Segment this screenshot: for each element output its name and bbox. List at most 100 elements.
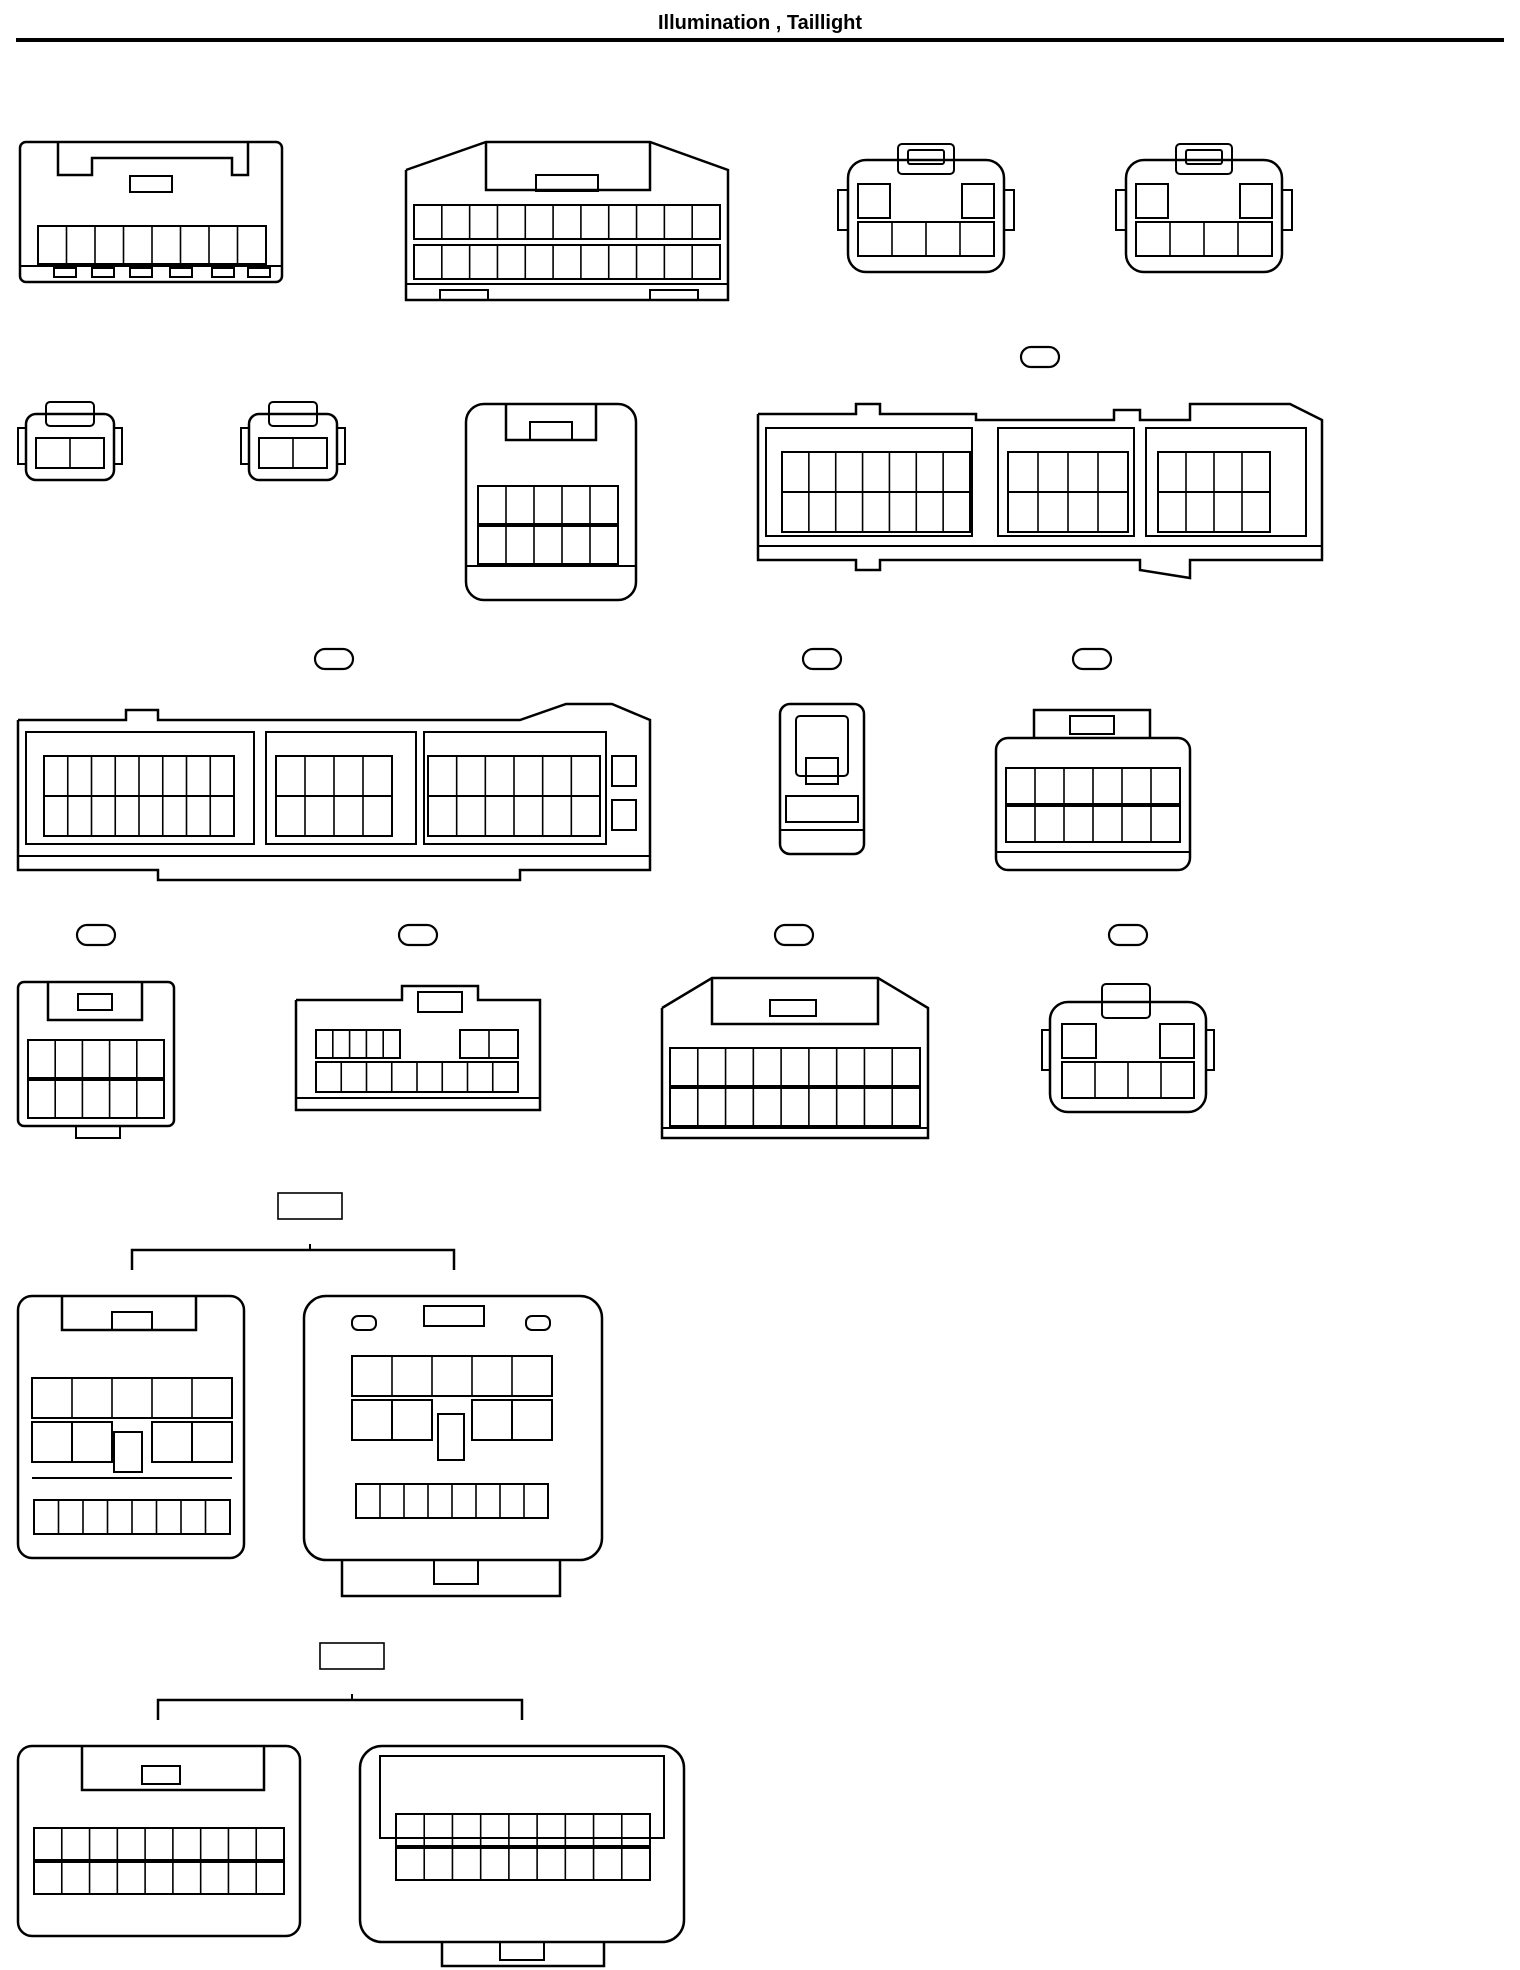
pin-cell [151, 1421, 193, 1463]
housing-outline [1032, 708, 1152, 738]
latch-tab [91, 267, 115, 278]
connector-G9 [404, 140, 730, 302]
housing-outline [433, 1559, 479, 1585]
side-latch [240, 427, 250, 465]
pin-row [781, 451, 971, 493]
pin-cell [471, 1399, 513, 1441]
housing-outline [45, 401, 95, 427]
housing-outline [660, 976, 930, 1140]
housing-outline [46, 982, 144, 1022]
connector-code-badge [313, 647, 355, 671]
housing-outline [997, 427, 1135, 537]
side-latch [1041, 1029, 1051, 1071]
housing-outline [340, 1560, 562, 1598]
housing-outline [18, 140, 284, 284]
housing-outline [778, 702, 866, 856]
page-title: Illumination , Taillight [657, 12, 863, 34]
housing-outline [16, 1294, 246, 1560]
side-latch [17, 427, 27, 465]
connector-4S [660, 923, 930, 1140]
connector-code-badge [1107, 923, 1149, 947]
pin-cell [511, 1399, 553, 1441]
pin-row [669, 1087, 921, 1127]
side-latch [1115, 189, 1127, 231]
connector-code-badge [397, 923, 439, 947]
pin-cell [71, 1421, 113, 1463]
side-latch [336, 427, 346, 465]
lock-slot [611, 755, 637, 787]
connector-4Q [294, 923, 542, 1112]
housing-outline [417, 991, 463, 1013]
pin-cell [857, 183, 891, 219]
housing-outline [423, 731, 607, 845]
pin-row [351, 1355, 553, 1397]
connector-BA1 [16, 1192, 604, 1598]
key-slot [113, 1431, 143, 1473]
housing-outline [1101, 983, 1151, 1019]
housing-outline [1145, 427, 1307, 537]
title-rule [16, 38, 1504, 42]
housing-outline [535, 174, 599, 192]
connector-code-box [319, 1642, 385, 1670]
housing-outline [268, 401, 318, 427]
connector-code-box [277, 1192, 343, 1220]
housing-outline [156, 1698, 524, 1720]
mount-hole [351, 1315, 377, 1331]
connector-code-badge [801, 647, 843, 671]
latch-tab [211, 267, 235, 278]
connector-z18 [464, 402, 638, 602]
pin-cell [1135, 183, 1169, 219]
pin-row [395, 1847, 651, 1881]
latch-tab [129, 267, 153, 278]
housing-outline [129, 175, 173, 193]
housing-outline [1069, 715, 1115, 735]
housing-outline [529, 421, 573, 441]
housing-outline [16, 1744, 302, 1938]
connector-4M [994, 647, 1192, 872]
latch-tab [649, 289, 699, 301]
pin-cell [191, 1421, 233, 1463]
pin-row [33, 1861, 285, 1895]
connector-O6 [17, 401, 123, 482]
pin-row [413, 244, 721, 280]
pin-row [395, 1813, 651, 1847]
pin-row [669, 1047, 921, 1087]
housing-outline [56, 142, 250, 177]
pin-cell [961, 183, 995, 219]
pin-cell [351, 1399, 393, 1441]
connector-4G [778, 647, 866, 856]
connector-4P [16, 923, 176, 1139]
side-latch [837, 189, 849, 231]
housing-outline [358, 1744, 686, 1944]
side-latch [113, 427, 123, 465]
housing-outline [16, 980, 176, 1128]
housing-outline [897, 143, 955, 175]
connector-FG1 [16, 1642, 686, 1968]
side-latch [1281, 189, 1293, 231]
pin-row [477, 525, 619, 565]
housing-outline [1185, 149, 1223, 165]
housing-outline [302, 1294, 604, 1562]
connector-O7 [240, 401, 346, 482]
housing-outline [404, 140, 730, 302]
housing-outline [1175, 143, 1233, 175]
connector-code-badge [1019, 345, 1061, 369]
pin-row [31, 1377, 233, 1419]
pin-cell [1159, 1023, 1195, 1059]
housing-outline [710, 978, 880, 1026]
pin-row [477, 485, 619, 525]
pin-row [315, 1029, 401, 1059]
pin-row [27, 1079, 165, 1119]
housing-outline [464, 402, 638, 602]
housing-outline [994, 736, 1192, 872]
mount-hole [525, 1315, 551, 1331]
housing-outline [294, 984, 542, 1112]
housing-outline [765, 427, 973, 537]
pin-cell [391, 1399, 433, 1441]
pin-row [27, 1039, 165, 1079]
side-latch [1003, 189, 1015, 231]
latch-tab [75, 1125, 121, 1139]
housing-outline [795, 715, 849, 777]
housing-outline [423, 1305, 485, 1327]
housing-outline [805, 757, 839, 785]
